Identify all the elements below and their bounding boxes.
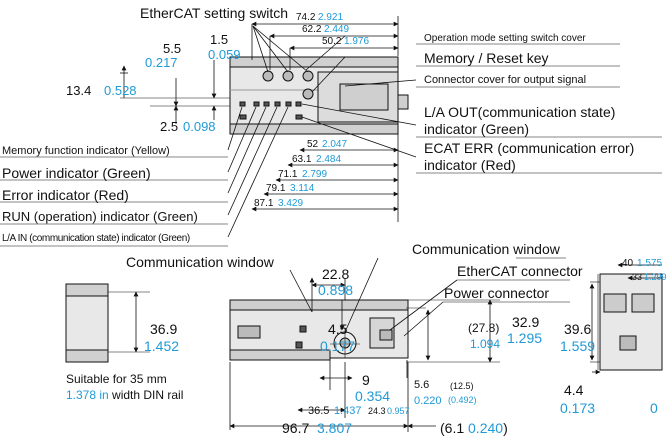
label-ecat-err-line2: indicator (Red) xyxy=(424,157,516,173)
dim-32-9-in: 1.295 xyxy=(507,330,543,346)
dim-87-1-mm: 87.1 xyxy=(254,198,274,209)
dim-36-9-mm: 36.9 xyxy=(150,321,178,337)
dim-13-4-mm: 13.4 xyxy=(66,83,92,98)
dim-22-8-mm: 22.8 xyxy=(322,266,350,282)
top-dims xyxy=(120,16,399,222)
dim-2-5-mm: 2.5 xyxy=(160,119,179,134)
dim-62-2-mm: 62.2 xyxy=(302,24,322,35)
dim-5-5-in: 0.217 xyxy=(145,55,178,70)
dim-36-9-in: 1.452 xyxy=(144,338,180,354)
dim-1-5-mm: 1.5 xyxy=(210,32,229,47)
label-la-out-line2: indicator (Green) xyxy=(424,121,530,137)
dim-6-1-close: ) xyxy=(503,420,508,436)
dim-12-5-mm: (12.5) xyxy=(450,381,474,391)
dim-5-6-in: 0.220 xyxy=(414,395,442,407)
dim-96-7-in: 3.807 xyxy=(317,420,353,436)
dim-27-8-mm: (27.8) xyxy=(468,321,500,335)
label-communication-window-right: Communication window xyxy=(412,241,560,257)
label-din-rail-line1: Suitable for 35 mm xyxy=(66,372,167,386)
dim-5-6-mm: 5.6 xyxy=(414,379,430,391)
dim-1-5-in: 0.059 xyxy=(208,47,241,62)
top-view xyxy=(229,56,409,135)
dim-40-in: 1.575 xyxy=(637,258,663,269)
label-communication-window-left: Communication window xyxy=(126,254,274,270)
din-rail-inch: 1.378 in xyxy=(66,388,109,402)
label-operation-mode-cover: Operation mode setting switch cover xyxy=(424,33,586,44)
dim-39-6-mm: 39.6 xyxy=(564,321,592,337)
dim-39-6-in: 1.559 xyxy=(560,338,596,354)
dim-4-5-in: 0.177 xyxy=(320,338,356,354)
dim-71-1-in: 2.799 xyxy=(302,169,328,180)
dim-9-in: 0.354 xyxy=(355,388,391,404)
dim-4-4-in: 0.173 xyxy=(560,400,596,416)
switch-2 xyxy=(282,70,294,82)
dim-32-9-mm: 32.9 xyxy=(512,314,540,330)
dim-cut-in: 0 xyxy=(650,400,658,416)
label-memory-function-indicator: Memory function indicator (Yellow) xyxy=(2,145,170,157)
dim-33-mm: 33 xyxy=(632,272,643,282)
label-ecat-err-line1: ECAT ERR (communication error) xyxy=(424,140,635,156)
din-rail-rest: width DIN rail xyxy=(108,388,184,402)
label-la-out-line1: L/A OUT(communication state) xyxy=(424,104,616,120)
ethernet-port-1 xyxy=(603,293,627,313)
dim-79-1-in: 3.114 xyxy=(290,183,315,194)
ethernet-port-2 xyxy=(631,293,655,313)
dim-27-8-in: 1.094 xyxy=(470,337,501,351)
dim-96-7-mm: 96.7 xyxy=(282,420,310,436)
dim-71-1-mm: 71.1 xyxy=(278,169,298,180)
front-view xyxy=(229,299,409,361)
dim-52-in: 2.047 xyxy=(322,139,348,150)
dim-24-3-mm: 24.3 xyxy=(368,406,386,416)
label-power-connector: Power connector xyxy=(444,285,550,301)
front-leaders xyxy=(229,257,570,432)
dim-74-2-in: 2.921 xyxy=(318,12,344,23)
dim-74-2-mm: 74.2 xyxy=(296,12,316,23)
label-memory-reset-key: Memory / Reset key xyxy=(424,50,549,66)
dim-13-4-in: 0.528 xyxy=(104,83,137,98)
label-error-indicator: Error indicator (Red) xyxy=(2,187,129,203)
switch-1 xyxy=(262,70,274,82)
label-connector-cover: Connector cover for output signal xyxy=(424,74,587,86)
dim-62-2-in: 2.449 xyxy=(324,24,350,35)
dim-79-1-mm: 79.1 xyxy=(266,183,286,194)
label-ethercat-connector: EtherCAT connector xyxy=(457,263,583,279)
label-din-rail-line2: 1.378 in width DIN rail xyxy=(66,389,183,401)
switch-3 xyxy=(302,70,314,82)
dim-50-2-mm: 50.2 xyxy=(322,36,342,47)
right-side-view xyxy=(589,262,663,375)
label-run-indicator: RUN (operation) indicator (Green) xyxy=(2,209,198,224)
dim-6-1-mm: (6.1 xyxy=(440,420,465,436)
dim-63-1-mm: 63.1 xyxy=(292,154,312,165)
dim-6-1-in: 0.240 xyxy=(468,420,504,436)
dim-5-5-mm: 5.5 xyxy=(163,41,182,56)
dim-33-in: 1.299 xyxy=(644,272,667,282)
dim-12-5-in: (0.492) xyxy=(448,395,477,405)
dim-22-8-in: 0.898 xyxy=(318,282,354,298)
dim-50-2-in: 1.976 xyxy=(344,36,370,47)
left-side-view xyxy=(65,283,150,363)
dim-52-mm: 52 xyxy=(307,139,319,150)
dim-36-5-mm: 36.5 xyxy=(308,405,330,417)
dim-24-3-in: 0.957 xyxy=(387,406,410,416)
dim-9-mm: 9 xyxy=(362,372,370,388)
top-leaders xyxy=(0,25,662,247)
label-la-in-indicator: L/A IN (communication state) indicator (… xyxy=(2,233,190,244)
dim-36-5-in: 1.437 xyxy=(334,405,362,417)
dim-87-1-in: 3.429 xyxy=(278,198,304,209)
dim-63-1-in: 2.484 xyxy=(316,154,342,165)
label-power-indicator: Power indicator (Green) xyxy=(2,165,151,181)
label-ethercat-setting-switch: EtherCAT setting switch xyxy=(140,5,289,21)
dim-6-1: (6.1 0.240) xyxy=(440,421,508,435)
dim-40-mm: 40 xyxy=(622,258,634,269)
dim-4-4-mm: 4.4 xyxy=(564,382,584,398)
dim-4-5-mm: 4.5 xyxy=(328,321,348,337)
dim-2-5-in: 0.098 xyxy=(183,119,216,134)
